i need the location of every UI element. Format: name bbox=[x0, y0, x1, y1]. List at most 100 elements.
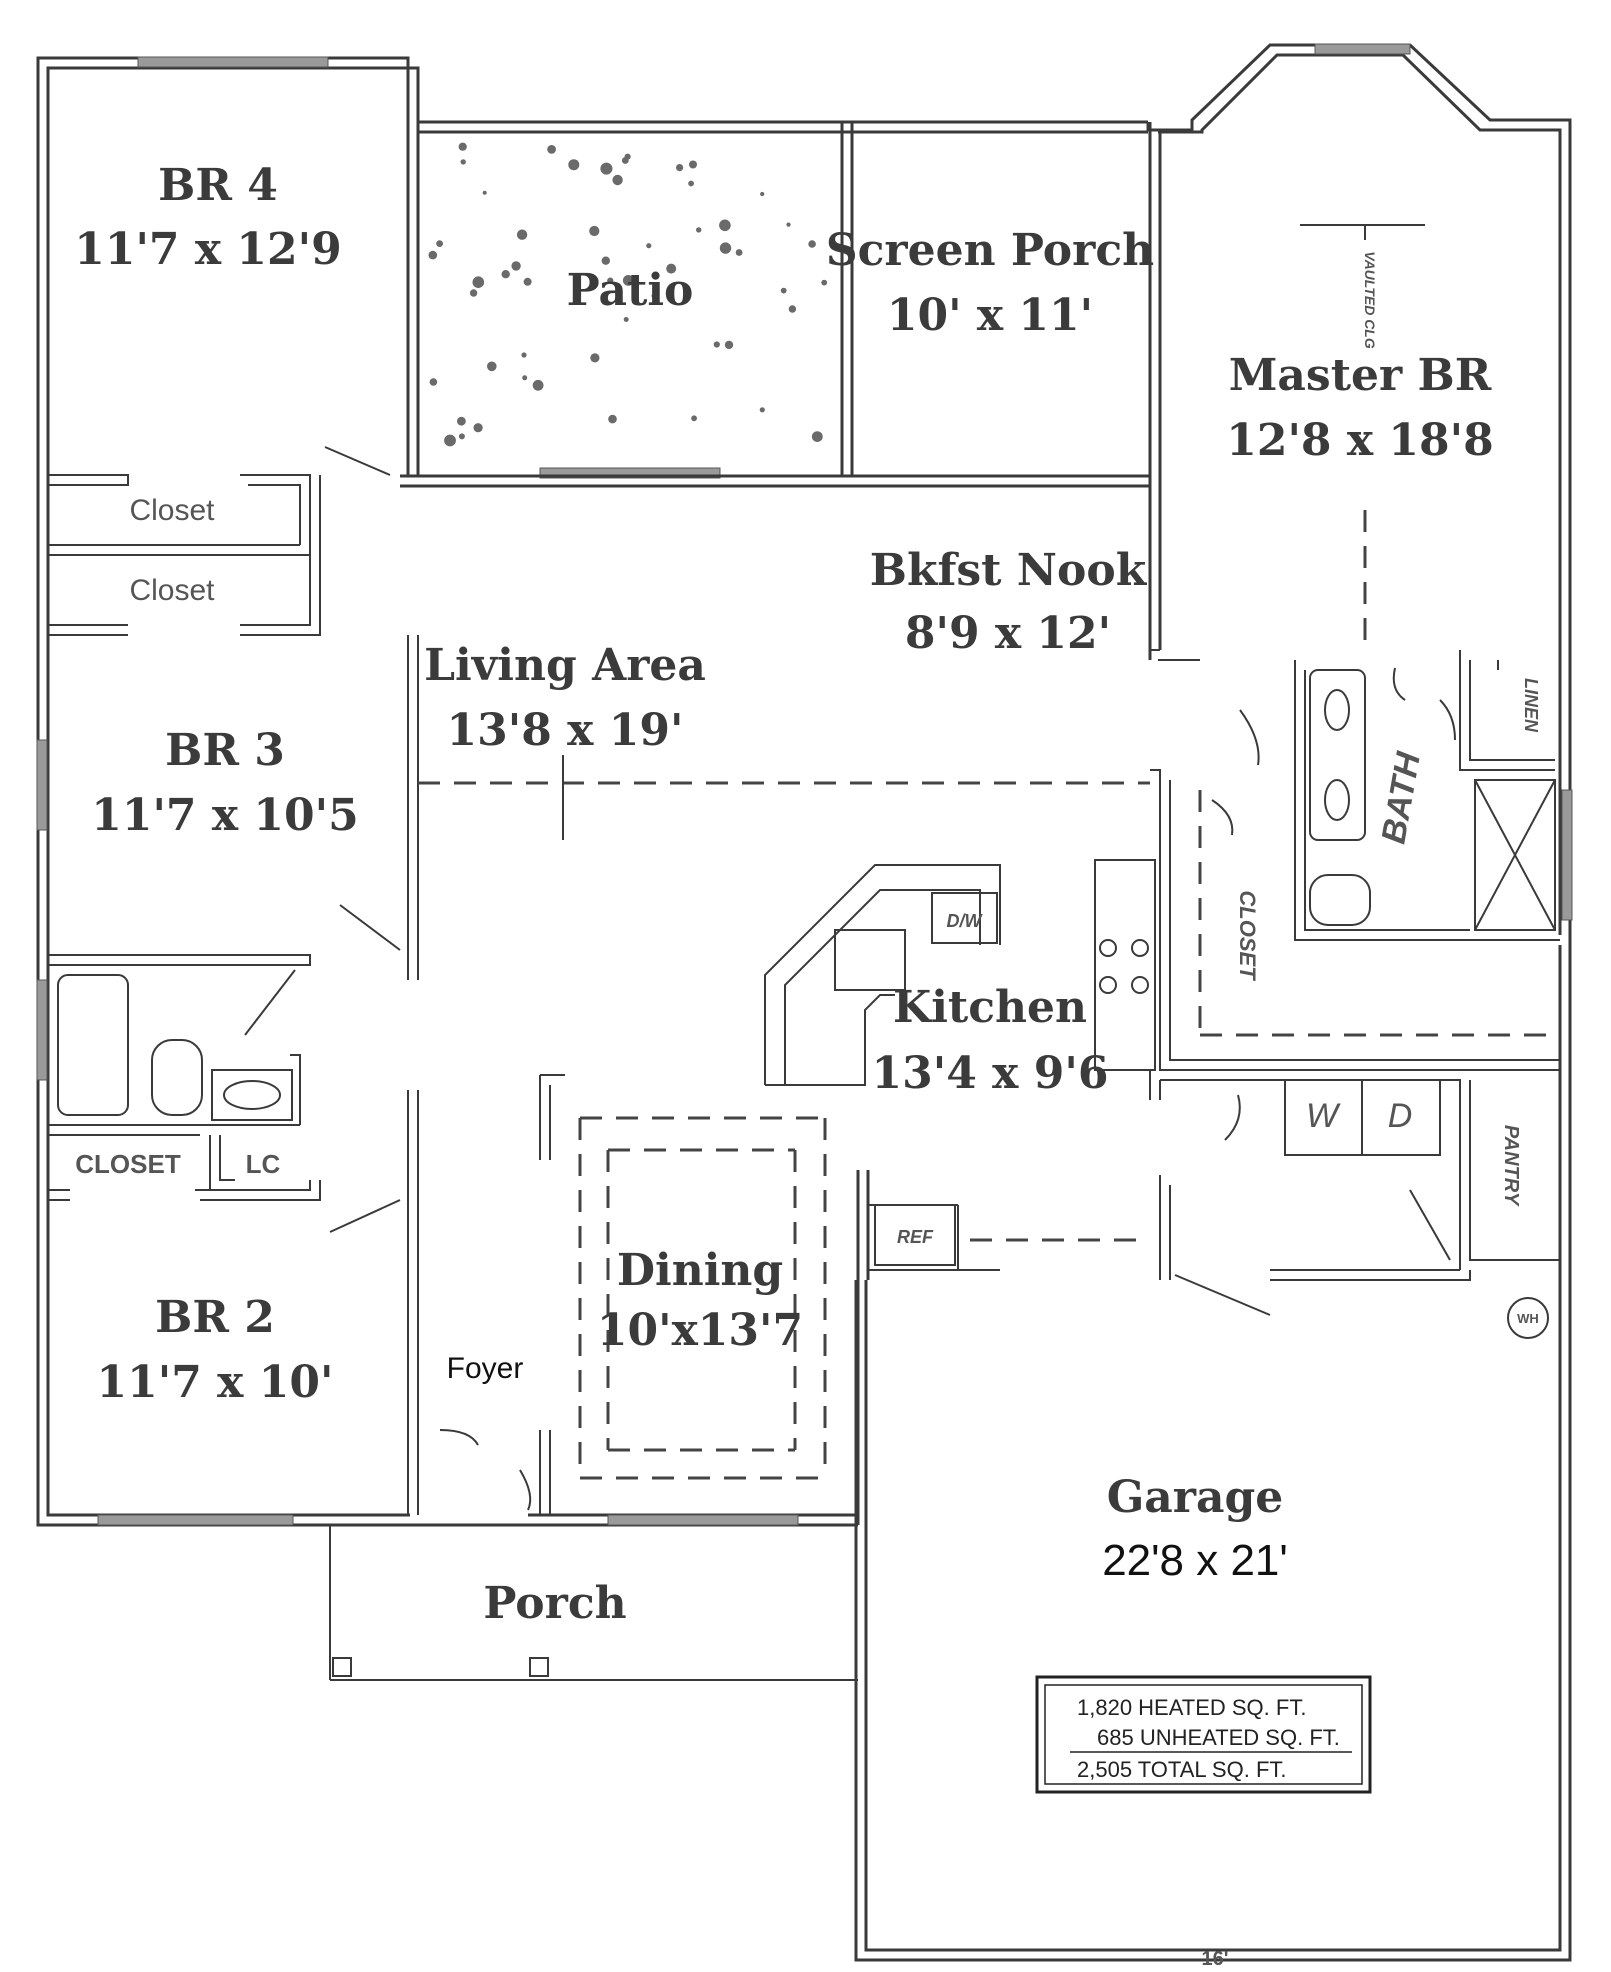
patio-speckle bbox=[568, 159, 580, 171]
patio-speckle bbox=[482, 190, 487, 195]
foyer-label: Foyer bbox=[447, 1352, 524, 1385]
patio-speckle bbox=[436, 240, 443, 248]
vaulted-ceiling-label: VAULTED CLG bbox=[1362, 251, 1378, 349]
patio-speckle bbox=[516, 229, 528, 240]
patio-speckle bbox=[621, 157, 629, 164]
br4-dims: 11'7 x 12'9 bbox=[74, 224, 342, 275]
patio-speckle bbox=[501, 270, 510, 279]
patio-speckle bbox=[666, 263, 677, 274]
patio-speckle bbox=[612, 174, 623, 186]
patio-speckle bbox=[521, 352, 527, 358]
dishwasher-label: D/W bbox=[947, 911, 984, 931]
bkfst-nook-dims: 8'9 x 12' bbox=[905, 608, 1111, 659]
patio-speckle bbox=[811, 431, 823, 442]
total-sqft: 2,505 TOTAL SQ. FT. bbox=[1077, 1757, 1287, 1782]
patio-speckle bbox=[589, 225, 600, 237]
patio-speckle bbox=[788, 305, 797, 313]
patio-speckle bbox=[487, 361, 497, 372]
patio-speckle bbox=[511, 261, 521, 271]
patio-speckle bbox=[428, 250, 438, 260]
interior-walls bbox=[48, 122, 1560, 1525]
patio-speckle bbox=[444, 434, 456, 447]
patio-speckle bbox=[821, 279, 828, 286]
br2-dims: 11'7 x 10' bbox=[97, 1357, 334, 1408]
bath-fixtures bbox=[57, 669, 1556, 1339]
screen-porch-name: Screen Porch bbox=[826, 225, 1154, 276]
windows bbox=[36, 43, 1573, 1526]
patio-speckle bbox=[523, 277, 532, 286]
living-area-name: Living Area bbox=[424, 640, 706, 691]
master-closet-label: CLOSET bbox=[1235, 890, 1260, 981]
lc-label: LC bbox=[246, 1149, 281, 1179]
porch bbox=[329, 1525, 858, 1681]
patio-speckle bbox=[689, 160, 697, 169]
patio-speckle bbox=[600, 162, 613, 175]
patio-speckle bbox=[522, 375, 528, 381]
patio-speckle bbox=[719, 242, 732, 254]
kitchen-dims: 13'4 x 9'6 bbox=[872, 1048, 1109, 1099]
master-br-dims: 12'8 x 18'8 bbox=[1226, 415, 1494, 466]
master-br-name: Master BR bbox=[1229, 350, 1492, 401]
garage-name: Garage bbox=[1107, 1472, 1284, 1523]
patio-speckle bbox=[590, 353, 600, 363]
room-labels: BR 4 11'7 x 12'9 Patio Screen Porch 10' … bbox=[74, 160, 1541, 1970]
patio-speckle bbox=[696, 227, 702, 233]
dining-dims: 10'x13'7 bbox=[597, 1305, 803, 1356]
linen-label: LINEN bbox=[1521, 678, 1541, 733]
kitchen-name: Kitchen bbox=[893, 982, 1087, 1033]
patio-speckle bbox=[713, 341, 720, 348]
br3-name: BR 3 bbox=[165, 725, 285, 776]
patio-speckle bbox=[473, 423, 483, 433]
patio-speckle bbox=[646, 243, 652, 249]
patio-speckle bbox=[608, 414, 617, 424]
living-area-dims: 13'8 x 19' bbox=[447, 705, 684, 756]
patio-speckle bbox=[623, 317, 629, 322]
bath-label: BATH bbox=[1374, 748, 1428, 847]
patio-speckle bbox=[719, 219, 731, 232]
pantry-label: PANTRY bbox=[1500, 1125, 1522, 1207]
patio-speckle bbox=[429, 378, 438, 386]
patio-speckle bbox=[759, 407, 765, 413]
patio-speckle bbox=[547, 145, 556, 154]
patio-speckle bbox=[688, 180, 694, 187]
closet2-label: Closet bbox=[129, 574, 215, 607]
patio-speckle bbox=[460, 159, 466, 165]
patio-speckle bbox=[808, 240, 816, 248]
exterior-walls bbox=[36, 43, 1572, 1962]
kitchen-counters bbox=[764, 859, 1156, 1266]
garage-width-label: 16' bbox=[1201, 1948, 1228, 1970]
closet1-label: Closet bbox=[129, 494, 215, 527]
patio-speckle bbox=[760, 191, 765, 197]
patio-texture bbox=[428, 142, 828, 447]
patio-speckle bbox=[532, 379, 544, 391]
unheated-sqft: 685 UNHEATED SQ. FT. bbox=[1097, 1725, 1340, 1750]
dryer-label: D bbox=[1388, 1097, 1413, 1135]
water-heater-label: WH bbox=[1517, 1311, 1539, 1326]
patio-speckle bbox=[607, 277, 614, 284]
dashed-lines bbox=[418, 224, 1560, 1480]
br3-dims: 11'7 x 10'5 bbox=[91, 790, 359, 841]
screen-porch-dims: 10' x 11' bbox=[887, 290, 1093, 341]
garage-dims: 22'8 x 21' bbox=[1102, 1536, 1288, 1585]
patio-speckle bbox=[472, 276, 485, 289]
patio-speckle bbox=[780, 287, 787, 294]
patio-speckle bbox=[651, 293, 657, 299]
patio-speckle bbox=[691, 415, 697, 422]
patio-speckle bbox=[735, 249, 743, 256]
patio-name: Patio bbox=[567, 265, 694, 316]
patio-speckle bbox=[458, 142, 467, 151]
sqft-box: 1,820 HEATED SQ. FT. 685 UNHEATED SQ. FT… bbox=[1035, 1675, 1372, 1794]
br4-name: BR 4 bbox=[158, 160, 278, 211]
patio-speckle bbox=[786, 222, 791, 227]
porch-name: Porch bbox=[483, 1578, 626, 1629]
patio-speckle bbox=[676, 164, 684, 172]
patio-speckle bbox=[601, 256, 610, 265]
patio-speckle bbox=[457, 416, 466, 426]
patio-speckle bbox=[622, 275, 634, 286]
bkfst-nook-name: Bkfst Nook bbox=[870, 545, 1148, 596]
br2-name: BR 2 bbox=[155, 1292, 275, 1343]
fridge-label: REF bbox=[897, 1227, 934, 1247]
doors bbox=[244, 446, 1456, 1511]
patio-speckle bbox=[458, 433, 465, 440]
